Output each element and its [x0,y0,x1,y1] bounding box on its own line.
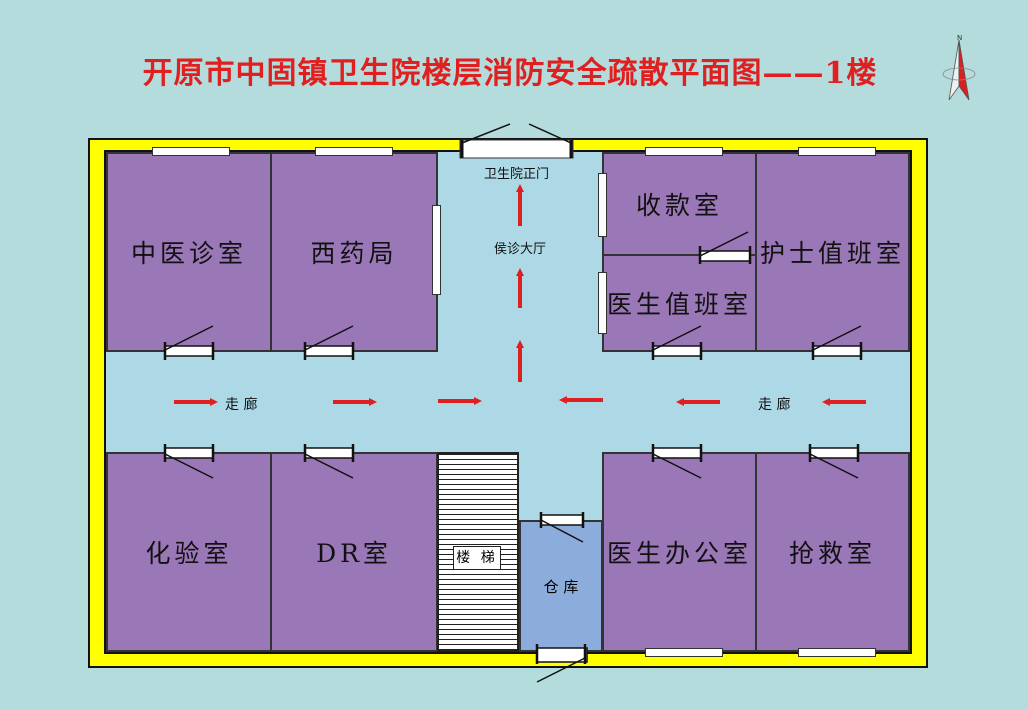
door-doctor-duty [651,325,703,360]
stairs [437,452,519,652]
main-entrance-door [459,123,574,159]
waiting-hall-label: 侯诊大厅 [494,242,547,257]
evacuation-arrows [174,184,866,406]
corridor-label-left: 走 廊 [225,397,258,413]
door-pharmacy [303,325,355,360]
page-title: 开原市中固镇卫生院楼层消防安全疏散平面图——1楼 [142,56,878,91]
room-label-pharmacy: 西药局 [310,239,398,268]
compass-north-icon: N [942,34,976,101]
window [645,648,723,657]
door-emergency [808,444,860,479]
room-emergency: 抢救室 [755,452,910,652]
window [645,147,723,156]
room-label-dr: DR室 [316,539,392,568]
room-cashier: 收款室 [602,152,757,256]
window [315,147,393,156]
room-label-emergency: 抢救室 [788,539,876,568]
room-dr: DR室 [270,452,438,652]
room-label-storage: 仓 库 [543,577,579,596]
window [152,147,230,156]
window [598,272,607,334]
room-label-tcm: 中医诊室 [130,239,247,268]
room-doctor-duty: 医生值班室 [602,254,757,352]
room-doctor-office: 医生办公室 [602,452,757,652]
room-lab: 化验室 [106,452,272,652]
back-exit-door [535,644,588,683]
door-lab [163,444,215,479]
door-cashier [698,231,752,264]
room-label-doctor-duty: 医生值班室 [606,290,752,319]
door-storage [539,512,585,543]
room-storage: 仓 库 [519,520,603,652]
stairs-label: 楼 梯 [453,546,501,570]
window [598,173,607,237]
door-doctor-office [651,444,703,479]
corridor-label-right: 走 廊 [758,397,791,413]
door-tcm [163,325,215,360]
room-label-cashier: 收款室 [635,191,723,220]
room-label-doctor-office: 医生办公室 [606,539,752,568]
door-nurse [811,325,863,360]
window [432,205,441,295]
window [798,147,876,156]
room-label-nurse: 护士值班室 [759,239,905,268]
room-label-lab: 化验室 [145,539,233,568]
window [798,648,876,657]
svg-text:N: N [957,34,962,42]
main-entrance-label: 卫生院正门 [484,167,550,182]
door-dr [303,444,355,479]
